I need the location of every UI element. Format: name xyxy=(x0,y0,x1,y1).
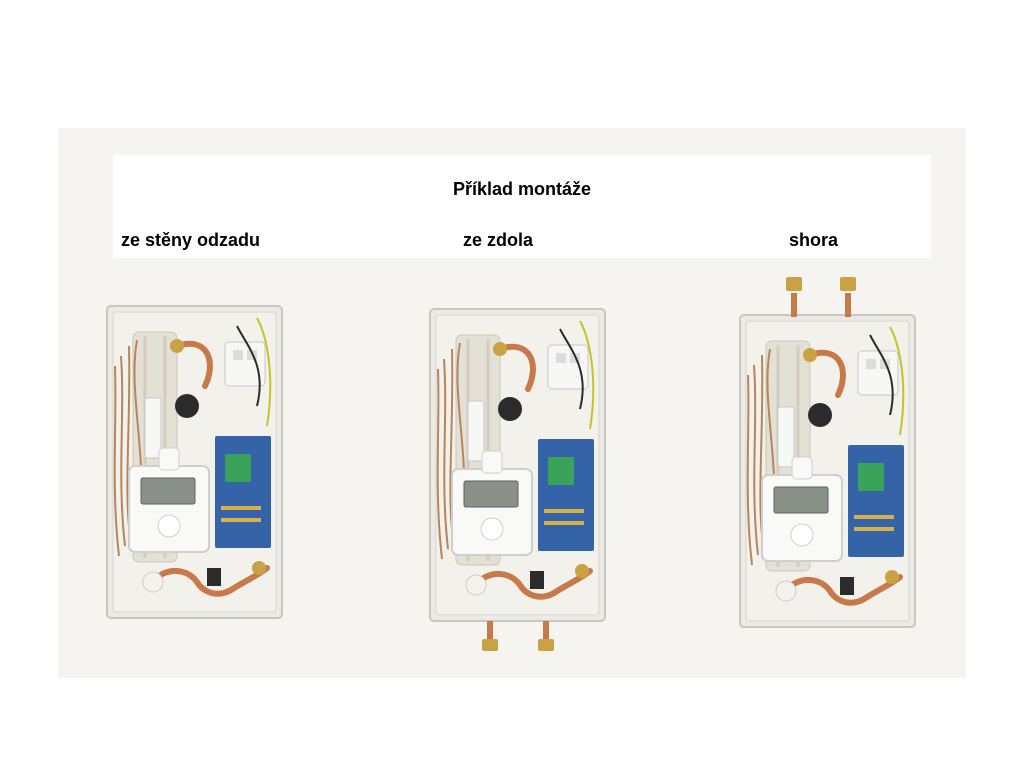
heater-unit-top xyxy=(740,277,915,627)
heater-unit-wall-back xyxy=(107,306,282,618)
label-mount-from-top: shora xyxy=(789,230,839,250)
label-mount-from-wall-back: ze stěny odzadu xyxy=(121,230,261,250)
heater-unit-bottom xyxy=(430,309,605,651)
caption-banner: Příklad montáže ze stěny odzadu ze zdola… xyxy=(113,155,931,258)
page-title: Příklad montáže xyxy=(452,179,592,199)
label-mount-from-bottom: ze zdola xyxy=(463,230,534,250)
